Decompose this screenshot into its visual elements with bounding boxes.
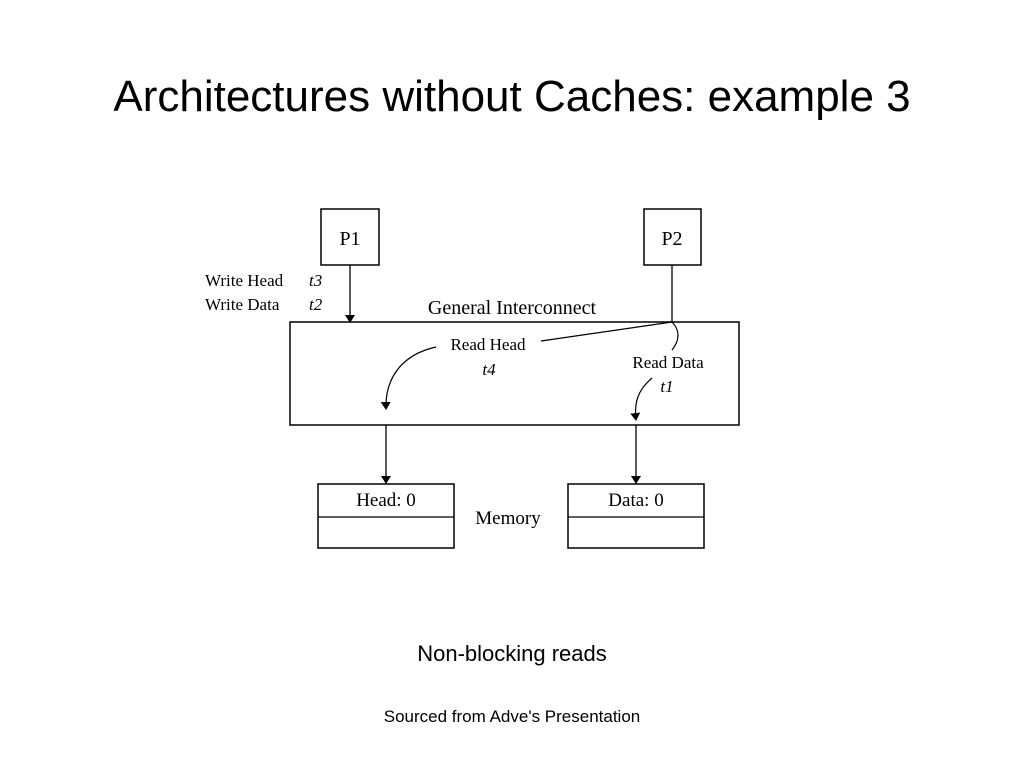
write-head-time: t3: [309, 271, 322, 290]
read-head-time: t4: [482, 360, 496, 379]
write-data-time: t2: [309, 295, 323, 314]
memory-module-data: Data: 0: [567, 483, 705, 549]
processor-p2-label: P2: [661, 228, 682, 250]
processor-p1: P1: [320, 208, 380, 266]
memory-module-head: Head: 0: [317, 483, 455, 549]
processor-p2-box: [643, 208, 702, 266]
memory-module-head-label: Head: 0: [356, 490, 416, 511]
slide-title: Architectures without Caches: example 3: [113, 72, 911, 121]
memory-module-data-box: [567, 483, 705, 549]
write-data-label: Write Data: [205, 295, 280, 314]
processor-p1-box: [320, 208, 380, 266]
source-note: Sourced from Adve's Presentation: [383, 707, 641, 726]
processor-p1-label: P1: [339, 228, 360, 250]
read-data-arrow: [630, 377, 653, 421]
memory-module-head-box: [317, 483, 455, 549]
read-data-label: Read Data: [632, 353, 704, 372]
processor-p2: P2: [643, 208, 702, 266]
memory-module-data-label: Data: 0: [608, 490, 663, 511]
read-head-arrow: [380, 346, 437, 410]
memory-label: Memory: [475, 508, 541, 529]
read-head-label: Read Head: [450, 335, 526, 354]
interconnect-box: [289, 321, 740, 426]
read-head-connector: [540, 321, 673, 342]
slide-caption: Non-blocking reads: [417, 641, 607, 666]
read-data-connector: [671, 321, 679, 351]
read-data-time: t1: [660, 377, 673, 396]
p1-operations: Write Head t3 Write Data t2: [205, 271, 323, 314]
write-head-label: Write Head: [205, 271, 284, 290]
interconnect-label: General Interconnect: [428, 297, 597, 319]
